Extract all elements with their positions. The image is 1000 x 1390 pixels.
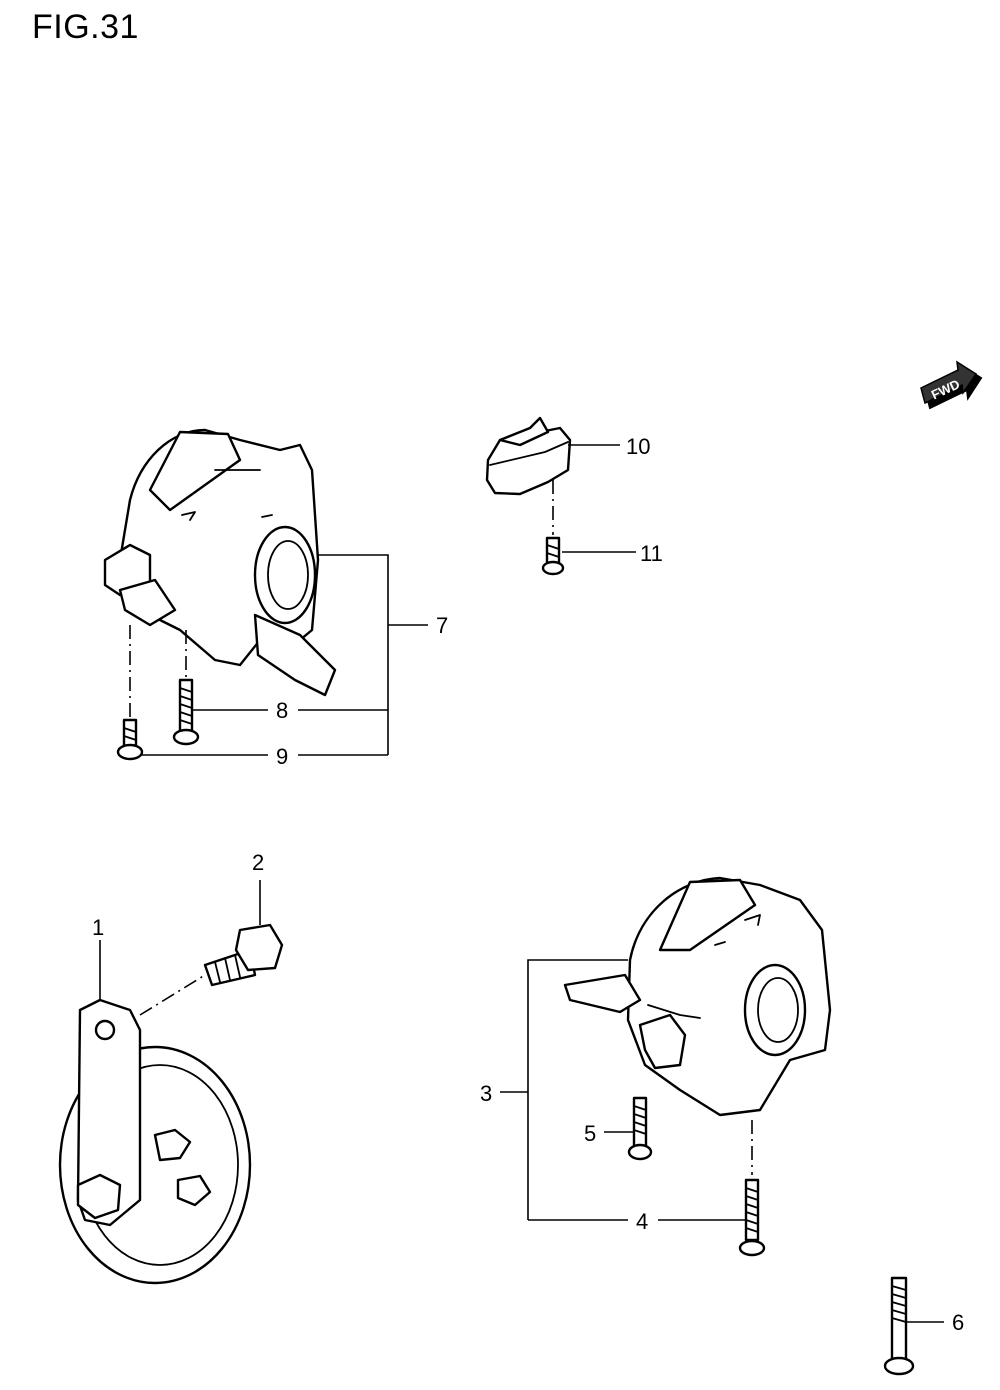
screw-9-icon bbox=[116, 718, 144, 761]
callout-11: 11 bbox=[640, 541, 663, 566]
figure-title: FIG.31 bbox=[32, 8, 139, 46]
horn-icon bbox=[58, 998, 252, 1285]
switch-10-icon bbox=[485, 416, 572, 496]
callout-1: 1 bbox=[92, 915, 104, 940]
screw-5-icon bbox=[627, 1096, 653, 1161]
callout-5: 5 bbox=[584, 1121, 596, 1146]
left-handlebar-switch bbox=[103, 428, 337, 697]
callout-3: 3 bbox=[480, 1081, 492, 1106]
bolt-6-icon bbox=[883, 1276, 915, 1376]
bolt-2-icon bbox=[203, 923, 284, 987]
callout-7: 7 bbox=[436, 613, 448, 638]
callout-6: 6 bbox=[952, 1310, 964, 1335]
screw-11-icon bbox=[541, 536, 565, 576]
callout-10: 10 bbox=[626, 434, 650, 459]
right-handlebar-switch bbox=[563, 876, 832, 1117]
screw-4-icon bbox=[738, 1178, 766, 1257]
callout-2: 2 bbox=[252, 850, 264, 875]
screw-8-icon bbox=[172, 678, 200, 746]
fwd-arrow-icon: FWD bbox=[920, 360, 983, 410]
callout-4: 4 bbox=[636, 1209, 648, 1234]
callout-9: 9 bbox=[276, 744, 288, 769]
callout-8: 8 bbox=[276, 698, 288, 723]
